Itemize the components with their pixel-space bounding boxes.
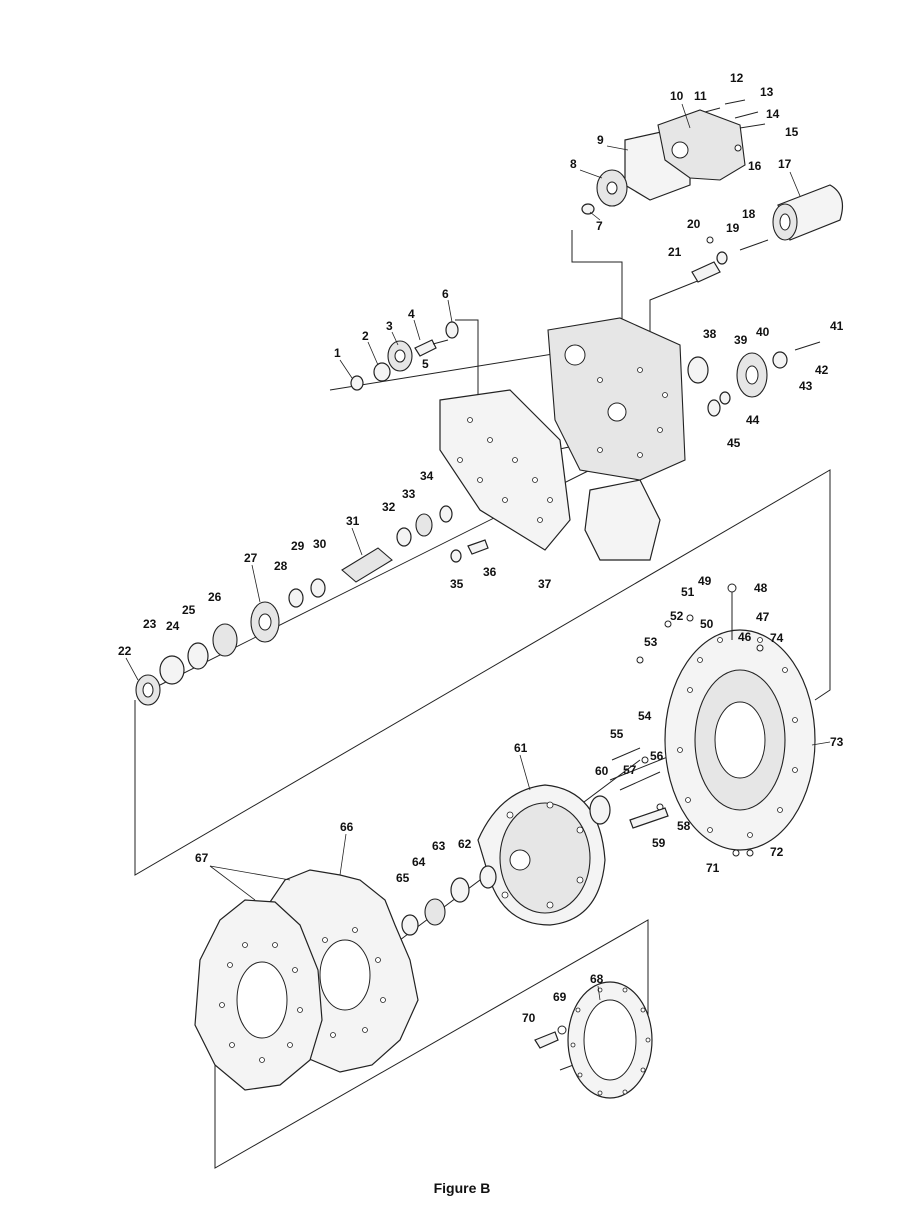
callout-54: 54 [638,709,652,723]
callout-60: 60 [595,764,609,778]
callout-59: 59 [652,836,666,850]
callout-13: 13 [760,85,774,99]
callout-32: 32 [382,500,396,514]
gear-right [707,341,821,417]
callout-30: 30 [313,537,327,551]
callout-15: 15 [785,125,799,139]
callout-37: 37 [538,577,552,591]
callout-17: 17 [778,157,792,171]
callout-73: 73 [830,735,844,749]
callout-43: 43 [799,379,813,393]
callout-46: 46 [738,630,752,644]
callout-71: 71 [706,861,720,875]
callout-57: 57 [623,763,637,777]
callout-35: 35 [450,577,464,591]
callout-41: 41 [830,319,844,333]
callout-31: 31 [346,514,360,528]
callout-14: 14 [766,107,780,121]
callout-21: 21 [668,245,682,259]
callout-55: 55 [610,727,624,741]
housing-plates [439,317,709,561]
callout-28: 28 [274,559,288,573]
callout-63: 63 [432,839,446,853]
callout-16: 16 [748,159,762,173]
callout-36: 36 [483,565,497,579]
callout-65: 65 [396,871,410,885]
callout-53: 53 [644,635,658,649]
callout-labels: 1 2 3 4 5 6 7 8 9 10 11 12 13 14 15 16 1… [118,71,844,1025]
friction-discs [194,869,419,1091]
callout-11: 11 [694,89,707,103]
callout-33: 33 [402,487,416,501]
callout-72: 72 [770,845,784,859]
shaft-parts-middle [135,505,489,706]
callout-5: 5 [422,357,429,371]
callout-42: 42 [815,363,829,377]
pump-assembly [581,99,843,283]
callout-25: 25 [182,603,196,617]
callout-69: 69 [553,990,567,1004]
callout-38: 38 [703,327,717,341]
callout-74: 74 [770,631,784,645]
callout-23: 23 [143,617,157,631]
callout-64: 64 [412,855,426,869]
callout-10: 10 [670,89,684,103]
callout-44: 44 [746,413,760,427]
callout-67: 67 [195,851,209,865]
ring-plate [534,981,653,1099]
leader-lines [125,103,831,1001]
callout-45: 45 [727,436,741,450]
callout-1: 1 [334,346,341,360]
callout-40: 40 [756,325,770,339]
callout-39: 39 [734,333,748,347]
callout-6: 6 [442,287,449,301]
callout-66: 66 [340,820,354,834]
callout-9: 9 [597,133,604,147]
shaft-parts-upper [350,321,459,391]
callout-51: 51 [681,585,695,599]
callout-70: 70 [522,1011,536,1025]
callout-8: 8 [570,157,577,171]
callout-34: 34 [420,469,434,483]
figure-caption: Figure B [433,1180,491,1196]
callout-22: 22 [118,644,132,658]
callout-49: 49 [698,574,712,588]
callout-48: 48 [754,581,768,595]
callout-3: 3 [386,319,393,333]
callout-52: 52 [670,609,684,623]
converter-assembly [401,784,611,936]
callout-12: 12 [730,71,744,85]
callout-4: 4 [408,307,415,321]
callout-29: 29 [291,539,305,553]
flywheel-housing [611,583,816,857]
callout-7: 7 [596,219,603,233]
callout-24: 24 [166,619,180,633]
callout-56: 56 [650,749,664,763]
callout-26: 26 [208,590,222,604]
callout-2: 2 [362,329,369,343]
callout-20: 20 [687,217,701,231]
callout-68: 68 [590,972,604,986]
callout-27: 27 [244,551,258,565]
callout-19: 19 [726,221,740,235]
callout-62: 62 [458,837,472,851]
callout-58: 58 [677,819,691,833]
callout-47: 47 [756,610,770,624]
callout-18: 18 [742,207,756,221]
callout-61: 61 [514,741,528,755]
callout-50: 50 [700,617,714,631]
